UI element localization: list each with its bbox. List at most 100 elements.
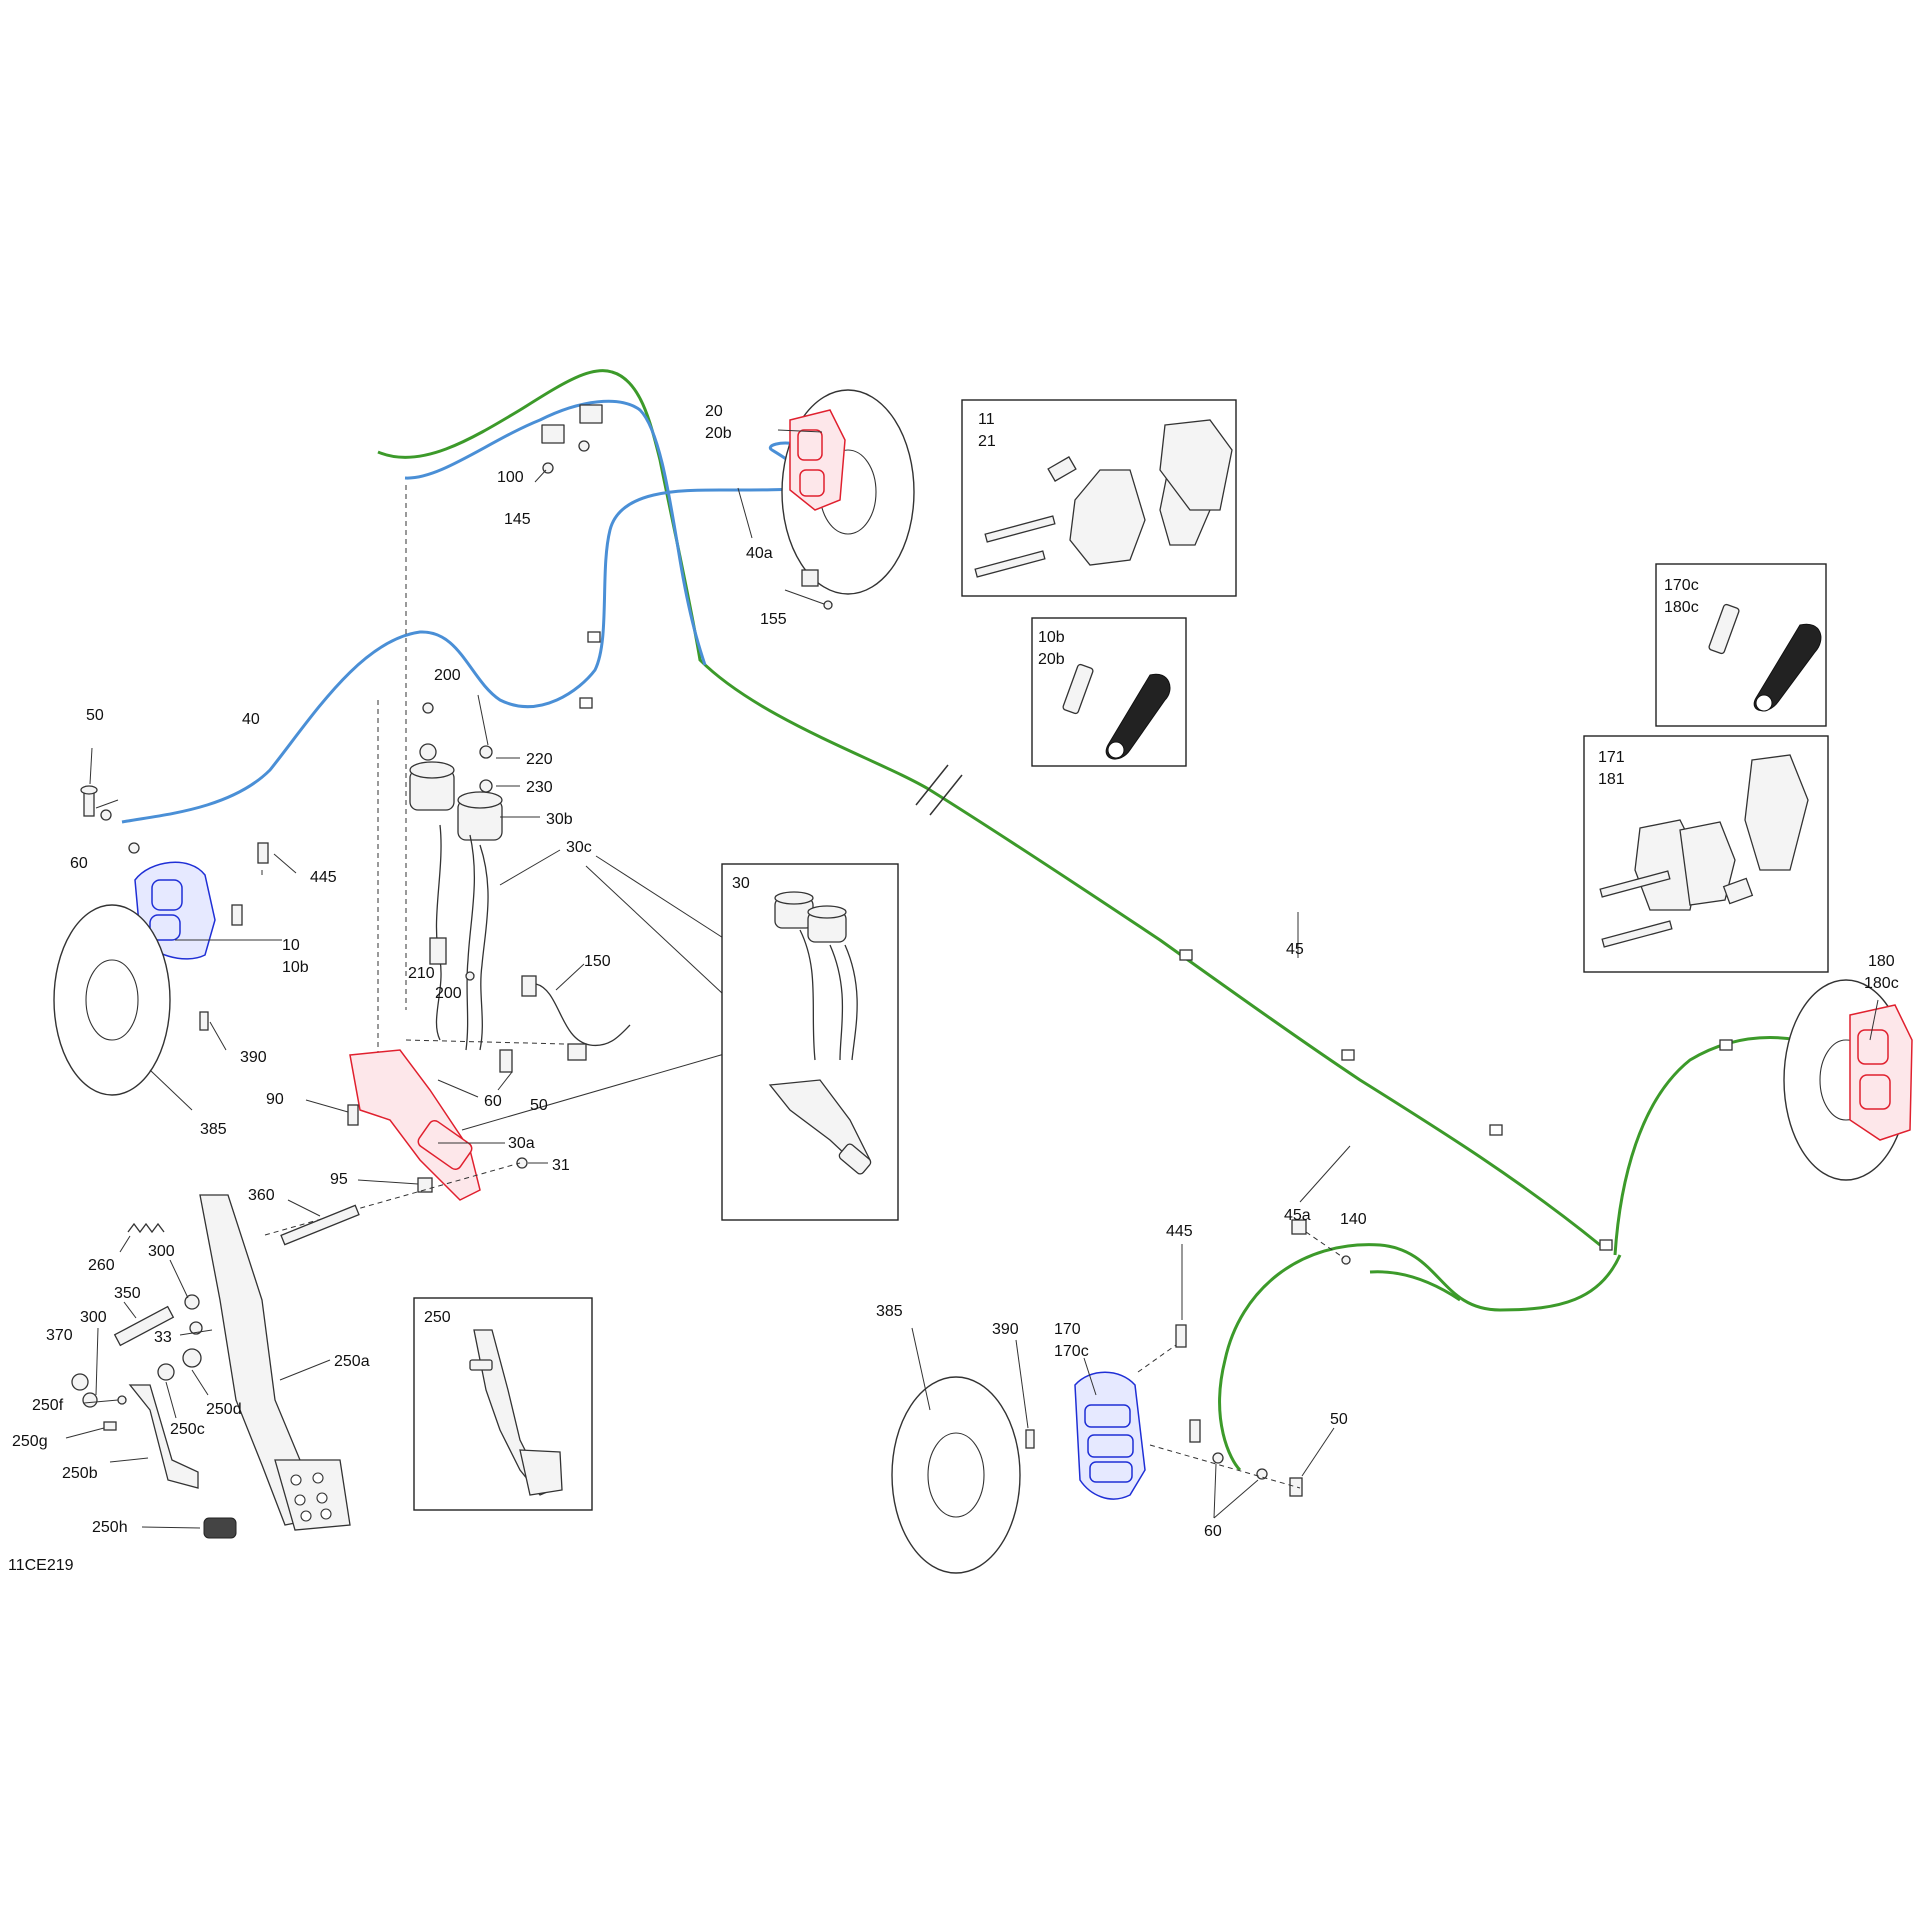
label-100: 100 [497, 469, 524, 486]
pedal-pad-holes [290, 1472, 332, 1522]
label-30a: 30a [508, 1135, 535, 1152]
label-200-top: 200 [434, 667, 461, 684]
banjo-washers-60-right [1212, 1452, 1268, 1480]
front-right-caliper-20 [789, 409, 846, 511]
label-10: 10 [282, 937, 300, 954]
leader-385-right [911, 1327, 931, 1411]
label-370: 370 [46, 1327, 73, 1344]
leader-33 [179, 1329, 213, 1336]
leader-250a [279, 1359, 331, 1381]
label-170c: 170c [1054, 1343, 1089, 1360]
leader-60-right-b [1213, 1479, 1259, 1519]
rear-brake-line-to-rear-caliper [1218, 1243, 1622, 1472]
label-60-left: 60 [70, 855, 88, 872]
clip-155 [801, 569, 833, 610]
diagram-id: 11CE219 [8, 1557, 74, 1574]
leader-385-left [149, 1069, 193, 1111]
leader-445-left-b [273, 853, 297, 874]
label-250f: 250f [32, 1397, 64, 1414]
brake-light-switch-150 [521, 975, 631, 1061]
pin-250f-250g [103, 1395, 127, 1431]
label-50-mid: 50 [530, 1097, 548, 1114]
leader-30a-to-inset [461, 1047, 746, 1131]
label-390-right: 390 [992, 1321, 1019, 1338]
label-200-mid: 200 [435, 985, 462, 1002]
leader-390-right [1015, 1339, 1029, 1429]
leader-50-mid [497, 1071, 513, 1091]
leader-60-right-a [1213, 1463, 1217, 1519]
rear-left-brake-disc-385 [891, 1376, 1021, 1574]
guide-switch [405, 1039, 567, 1045]
label-90: 90 [266, 1091, 284, 1108]
inset-label-20b: 20b [1038, 651, 1065, 668]
leader-30b-to-inset [595, 855, 746, 953]
leader-40a [737, 487, 753, 539]
leader-300-b [95, 1327, 99, 1396]
label-20b: 20b [705, 425, 732, 442]
inset-bleeder-rear: 170c 180c [1655, 563, 1827, 727]
disc-bolt-390-left [199, 1011, 209, 1031]
label-445-right: 445 [1166, 1223, 1193, 1240]
label-260: 260 [88, 1257, 115, 1274]
label-350: 350 [114, 1285, 141, 1302]
label-45a: 45a [1284, 1207, 1311, 1224]
inset-label-30: 30 [732, 875, 750, 892]
leader-50-right [1301, 1427, 1335, 1477]
leader-90 [305, 1099, 349, 1113]
clip-95 [417, 1177, 433, 1193]
label-45: 45 [1286, 941, 1304, 958]
bolt-445-right [1175, 1324, 1201, 1443]
leader-95 [357, 1179, 419, 1185]
leader-150 [555, 963, 585, 991]
leader-300-a [169, 1259, 189, 1299]
bolt-445-left [231, 842, 269, 926]
inset-bleeder-front: 10b 20b [1031, 617, 1187, 767]
label-300-b: 300 [80, 1309, 107, 1326]
spring-260 [127, 1222, 165, 1234]
bolt-90 [347, 1104, 359, 1126]
pedal-shaft-350 [113, 1305, 175, 1347]
inset-pedal-assembly: 250 [413, 1297, 593, 1511]
inset-pads-rear: 171 181 [1583, 735, 1829, 973]
inset-master-cylinder: 30 [721, 863, 899, 1221]
leader-250h [141, 1526, 201, 1529]
label-20: 20 [705, 403, 723, 420]
fitting-210 [429, 937, 475, 981]
inset-label-11: 11 [978, 411, 995, 428]
brake-pedal-250a [199, 1194, 351, 1531]
master-cylinder-30a [349, 1049, 481, 1201]
label-445-left: 445 [310, 869, 337, 886]
leader-145 [534, 469, 547, 483]
leader-250f [83, 1399, 119, 1404]
reservoir-30b [409, 761, 503, 841]
guide-140 [1305, 1231, 1345, 1259]
banjo-washers-60-left [100, 809, 140, 854]
label-50-left: 50 [86, 707, 104, 724]
leader-180 [1869, 999, 1879, 1041]
label-180c: 180c [1864, 975, 1899, 992]
callout-labels: 20 20b 100 145 40a 155 50 40 60 445 10 1… [12, 403, 1899, 1540]
leader-50-left [89, 747, 93, 785]
leader-250b [109, 1457, 149, 1463]
inset-label-21: 21 [978, 433, 996, 450]
inset-label-181: 181 [1598, 771, 1625, 788]
label-250b: 250b [62, 1465, 98, 1482]
front-brake-line-upper [404, 399, 707, 666]
label-385-left: 385 [200, 1121, 227, 1138]
label-250c: 250c [170, 1421, 205, 1438]
label-300-a: 300 [148, 1243, 175, 1260]
label-170: 170 [1054, 1321, 1081, 1338]
pivot-bolt-360 [280, 1204, 360, 1246]
label-360: 360 [248, 1187, 275, 1204]
label-385-right: 385 [876, 1303, 903, 1320]
lever-250b [128, 1384, 199, 1489]
label-40a: 40a [746, 545, 773, 562]
label-145: 145 [504, 511, 531, 528]
label-10b: 10b [282, 959, 309, 976]
line-break-mark [915, 764, 963, 816]
label-30b: 30b [546, 811, 573, 828]
leader-250g [65, 1427, 105, 1439]
leader-250c [165, 1381, 177, 1419]
leader-155 [784, 589, 825, 605]
